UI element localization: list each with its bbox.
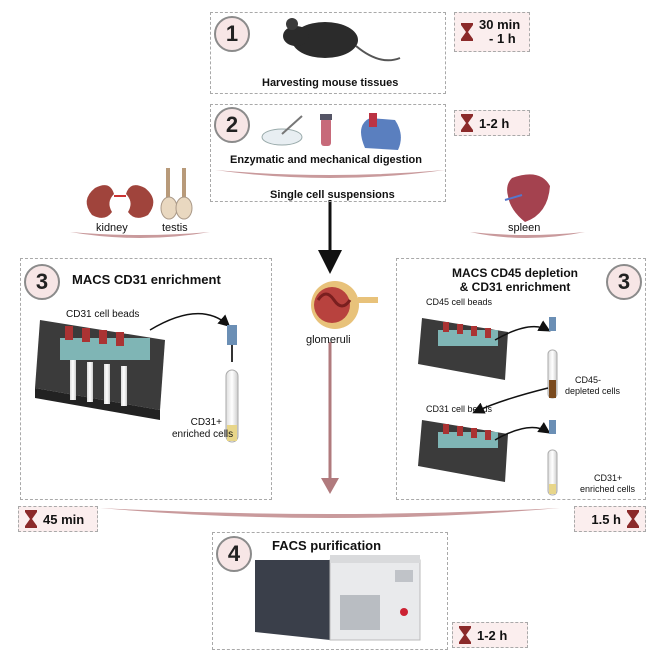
step-1-box — [210, 12, 446, 94]
step-1-label: Harvesting mouse tissues — [262, 77, 399, 89]
hourglass-icon — [627, 510, 639, 528]
step-1-time-line2: - 1 h — [489, 31, 516, 46]
step-2-badge: 2 — [214, 107, 250, 143]
step-1-time: 30 min - 1 h — [454, 12, 530, 52]
step-1-badge: 1 — [214, 16, 250, 52]
step-2-sublabel: Single cell suspensions — [270, 189, 395, 201]
step-3-right-beads1: CD45 cell beads — [426, 297, 493, 307]
step-2-time-label: 1-2 h — [479, 115, 510, 131]
step-3-right-badge: 3 — [606, 264, 642, 300]
hourglass-icon — [461, 23, 473, 41]
split-brace-top — [215, 170, 445, 178]
step-3-right-mid: CD45- depleted cells — [565, 375, 620, 397]
step-3-left-badge: 3 — [24, 264, 60, 300]
step-3-right-title-line2: & CD31 enrichment — [459, 280, 571, 294]
step-3-right-title-line1: MACS CD45 depletion — [452, 266, 579, 280]
step-3-right-box — [396, 258, 646, 500]
step-4-badge: 4 — [216, 536, 252, 572]
digestion-illustration — [261, 113, 401, 150]
step-2-time: 1-2 h — [454, 110, 530, 136]
merge-brace — [100, 508, 560, 518]
step-3-left-beads: CD31 cell beads — [66, 309, 140, 320]
macs-stand-left — [35, 320, 165, 420]
right-brace — [470, 232, 585, 238]
testis-illustration — [160, 168, 193, 220]
step-4-box — [212, 532, 448, 650]
step-3-left-time-label: 45 min — [43, 511, 85, 527]
step-3-left-result-line2: enriched cells — [172, 429, 234, 440]
left-brace — [70, 232, 210, 238]
step-3-left-box — [20, 258, 272, 500]
hourglass-icon — [25, 510, 37, 528]
step-3-right-mid-line1: CD45- — [575, 375, 602, 385]
step-2-label: Enzymatic and mechanical digestion — [230, 154, 422, 166]
macs-stand-right-top — [418, 318, 508, 380]
step-1-time-line1: 30 min — [479, 17, 521, 32]
kidney-illustration — [86, 185, 154, 218]
macs-stand-right-bottom — [418, 420, 508, 482]
step-3-right-title: MACS CD45 depletion & CD31 enrichment — [452, 266, 578, 294]
step-3-right-result-line2: enriched cells — [580, 484, 636, 494]
mouse-illustration — [283, 18, 401, 62]
step-3-right-result: CD31+ enriched cells — [580, 473, 635, 495]
glomeruli-illustration — [311, 281, 378, 329]
glomeruli-arrow-head — [321, 478, 339, 494]
hourglass-icon — [459, 626, 471, 644]
spleen-label: spleen — [508, 222, 541, 234]
step-3-left-result-line1: CD31+ — [190, 417, 222, 428]
hourglass-icon — [461, 114, 473, 132]
step-3-left-time: 45 min — [18, 506, 98, 532]
spleen-illustration — [504, 174, 550, 222]
step-3-right-beads2: CD31 cell beads — [426, 404, 493, 414]
step-3-right-time: 1.5 h — [574, 506, 646, 532]
step-3-right-mid-line2: depleted cells — [565, 386, 621, 396]
step-4-label: FACS purification — [272, 538, 382, 553]
step-3-left-result: CD31+ enriched cells — [172, 417, 233, 441]
step-3-right-time-label: 1.5 h — [591, 511, 621, 527]
testis-label: testis — [162, 222, 188, 234]
step-3-left-title: MACS CD31 enrichment — [72, 272, 221, 287]
step-3-right-result-line1: CD31+ — [594, 473, 623, 483]
step-4-time-label: 1-2 h — [477, 627, 508, 643]
kidney-label: kidney — [96, 222, 128, 234]
facs-machine-illustration — [255, 555, 421, 641]
glomeruli-label: glomeruli — [306, 334, 351, 346]
step-4-time: 1-2 h — [452, 622, 528, 648]
step-2-box — [210, 104, 446, 202]
